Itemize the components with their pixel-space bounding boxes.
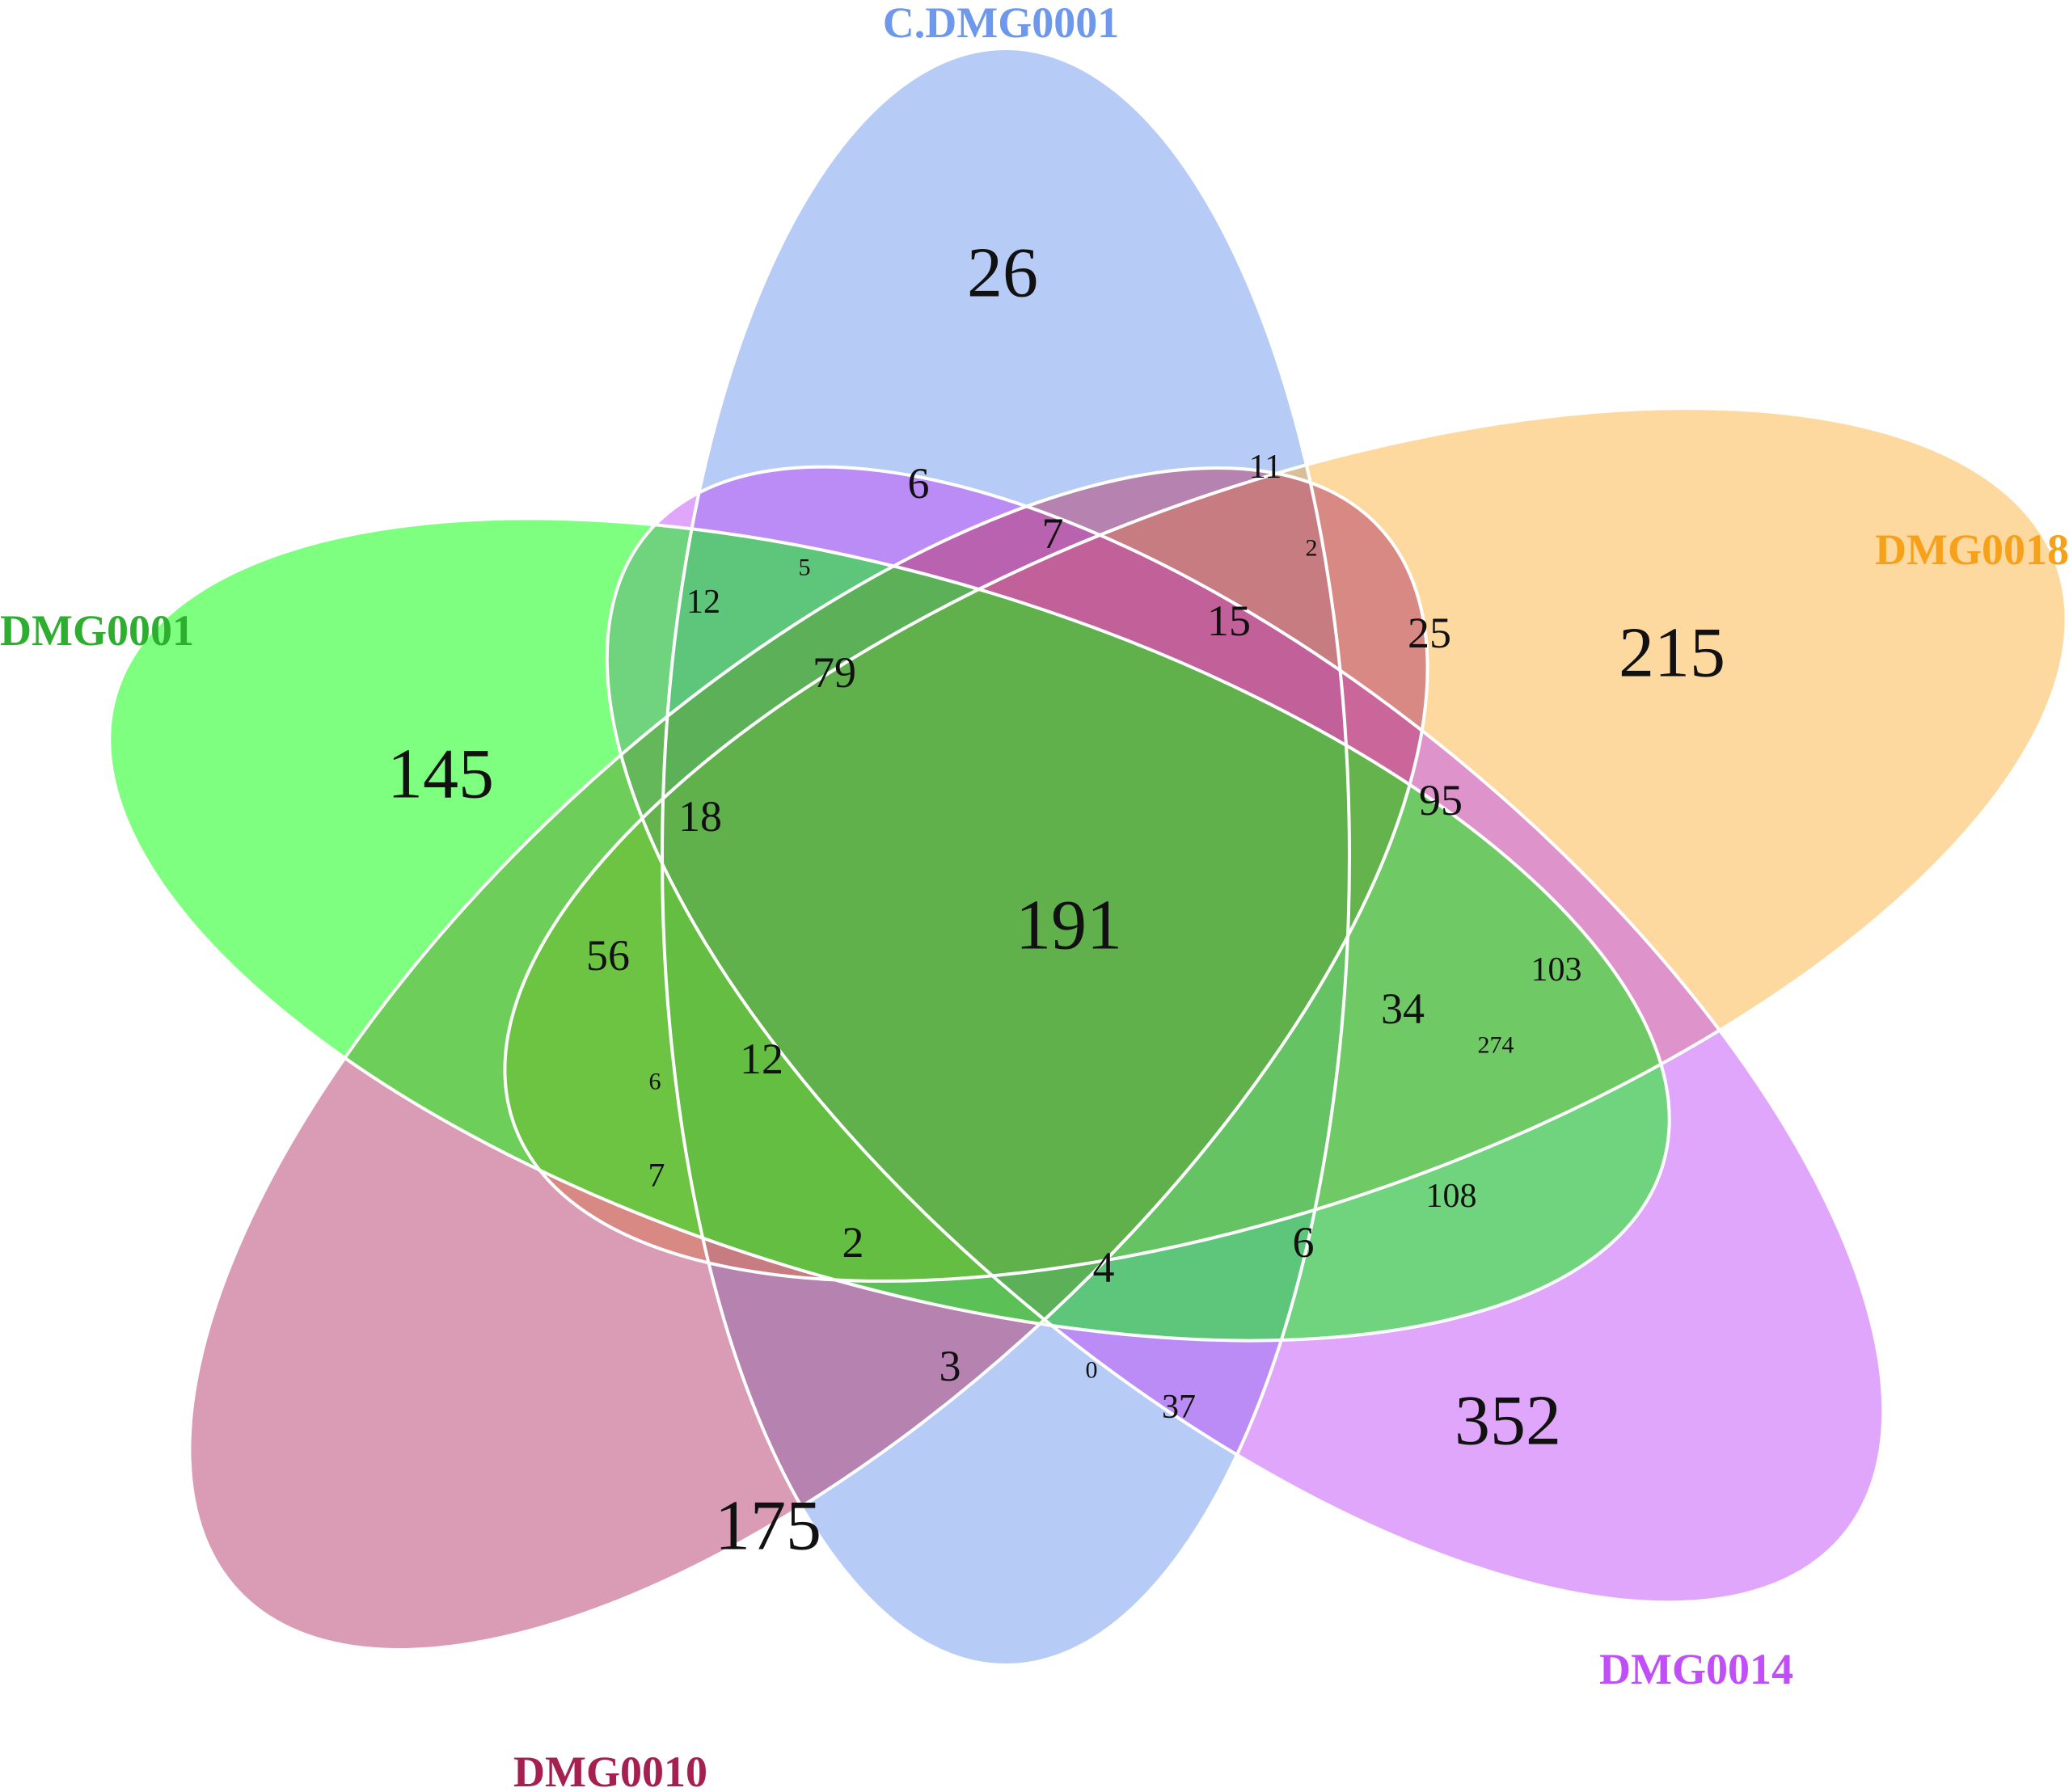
region-count-a-b-c-d-e-79: 79	[813, 648, 856, 697]
set-outline-dmg0010	[188, 466, 1429, 1651]
region-count-b-c-d: 0	[1086, 1357, 1098, 1384]
region-count-b-d-e: 95	[1419, 776, 1463, 824]
set-outline-dmg0014	[605, 465, 1885, 1604]
region-count-e: 215	[1619, 614, 1725, 693]
region-count-a-e: 56	[586, 931, 630, 980]
region-count-a-c: 12	[686, 584, 720, 621]
region-count-a-d: 108	[1426, 1178, 1477, 1215]
set-label-c-dmg0001: C.DMG0001	[883, 0, 1119, 47]
region-count-a-b-c: 2	[842, 1218, 864, 1267]
set-petal-dmg0001	[109, 518, 1670, 1341]
region-count-b-c-e: 2	[1306, 535, 1318, 562]
region-count-c-d: 6	[908, 459, 930, 508]
region-count-a-b-c-d-e: 191	[1015, 887, 1122, 965]
set-label-dmg0018: DMG0018	[1875, 525, 2069, 574]
region-count-a-b: 7	[648, 1157, 665, 1195]
region-count-a-b-d-e: 34	[1381, 985, 1425, 1033]
region-count-b: 175	[715, 1487, 821, 1566]
region-count-a-c-d-e: 5	[799, 554, 811, 581]
region-count-a: 145	[387, 736, 494, 814]
venn-sets	[109, 48, 2067, 1665]
region-count-c-e: 11	[1249, 449, 1282, 486]
region-count-b-e: 25	[1408, 609, 1451, 657]
set-label-dmg0001: DMG0001	[0, 606, 194, 655]
region-count-a-b-e: 6	[649, 1069, 661, 1095]
region-count-b-c: 3	[939, 1342, 961, 1390]
region-count-c-d-e: 7	[1042, 509, 1064, 558]
set-label-dmg0010: DMG0010	[513, 1748, 707, 1792]
region-count-b-d: 37	[1162, 1389, 1196, 1426]
region-count-c: 26	[967, 234, 1038, 313]
region-count-a-c-e: 18	[678, 792, 722, 841]
venn-outlines	[108, 47, 2068, 1667]
region-count-a-c-d: 6	[1293, 1218, 1315, 1267]
region-count-b-c-d-e: 15	[1207, 597, 1251, 645]
region-count-d: 352	[1455, 1382, 1561, 1461]
set-outline-c-dmg0001	[661, 47, 1351, 1667]
region-count-a-b-c-d: 4	[1093, 1243, 1115, 1292]
set-outline-dmg0018	[503, 407, 2068, 1283]
region-count-a-d-e: 274	[1478, 1032, 1514, 1059]
set-outline-dmg0001	[108, 517, 1671, 1343]
region-count-a-b-c-e: 12	[740, 1035, 783, 1083]
set-label-dmg0014: DMG0014	[1599, 1645, 1793, 1693]
region-count-d-e: 103	[1531, 951, 1582, 989]
